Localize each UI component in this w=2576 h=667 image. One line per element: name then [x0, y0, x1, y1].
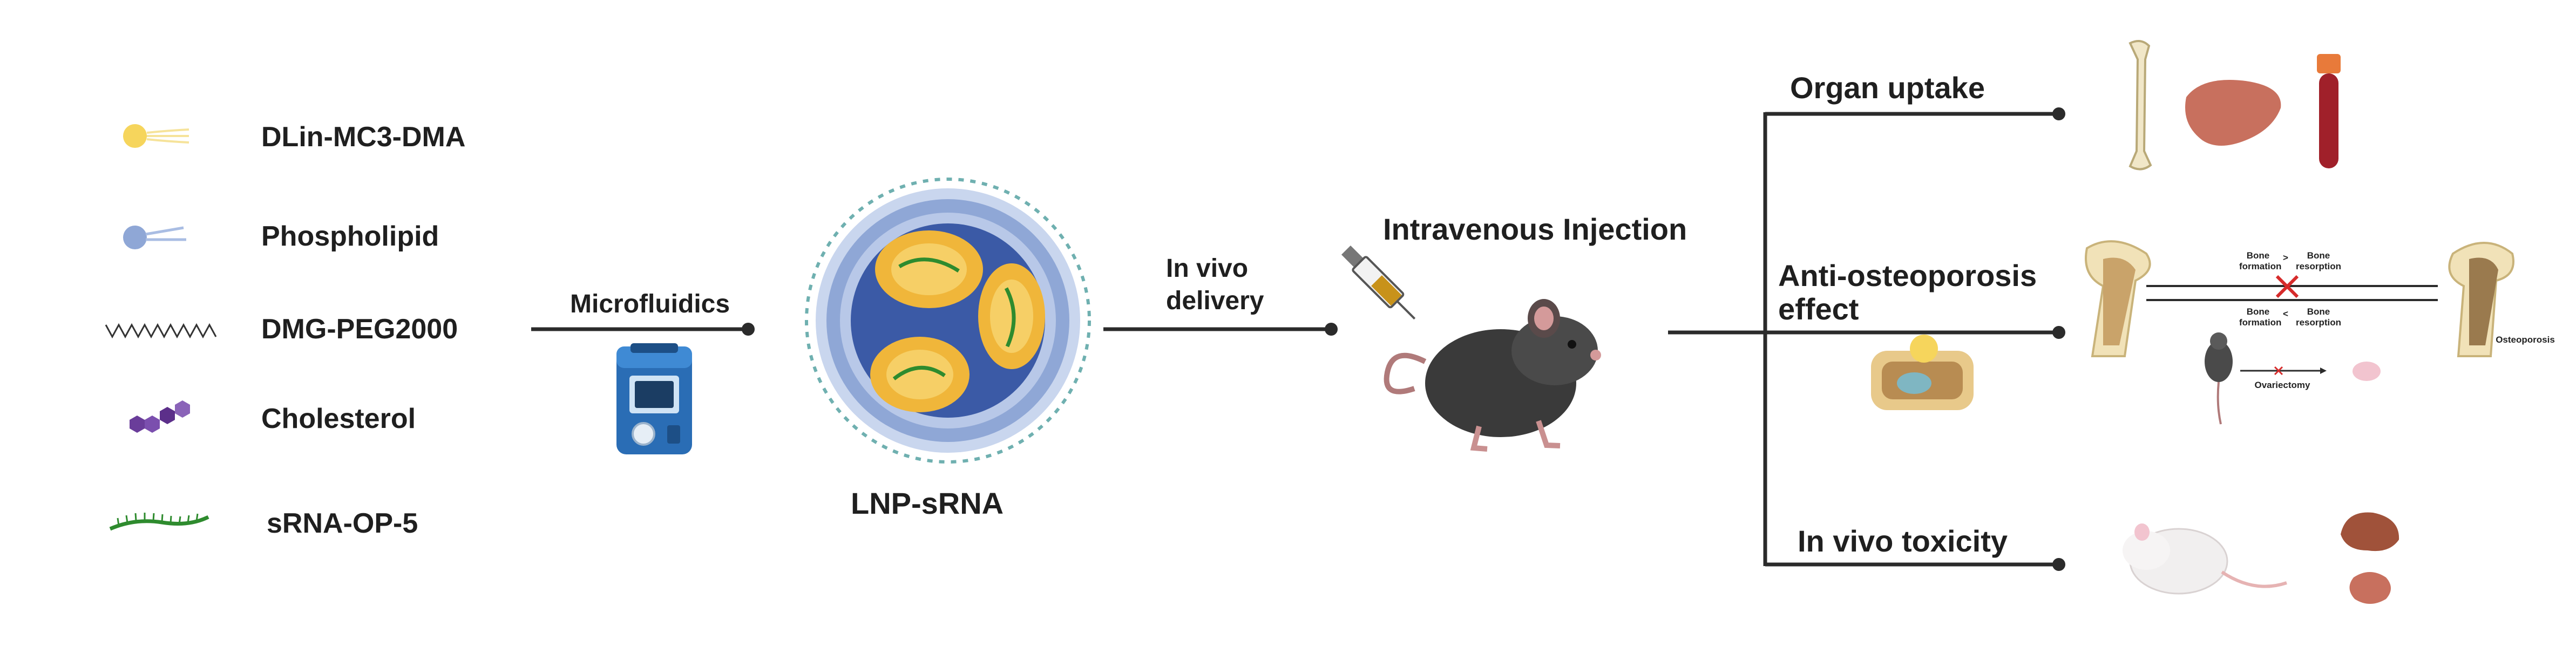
ovariectomy-arrow [2240, 366, 2327, 376]
femur-healthy-icon [2085, 240, 2151, 357]
delivery-label-line1: In vivo [1166, 254, 1249, 283]
ovary-icon [2353, 362, 2381, 381]
ionizable-lipid-icon [123, 124, 189, 148]
osteo-top-formation: Bone formation [2239, 250, 2282, 271]
anti-osteoporosis-label-line2: effect [1778, 292, 1859, 326]
mouse-white-icon [2123, 523, 2287, 595]
legend-label-peg: DMG-PEG2000 [261, 314, 458, 345]
branch-connector [1668, 112, 2057, 567]
femur-osteoporotic-icon [2448, 242, 2514, 357]
osteo-top-resorption: Bone resorption [2295, 250, 2342, 271]
microfluidics-label: Microfluidics [570, 290, 730, 318]
osteoporosis-label: Osteoporosis [2496, 335, 2555, 345]
osteo-bottom-formation: Bone formation [2239, 307, 2282, 328]
organ-uptake-label: Organ uptake [1790, 71, 1985, 105]
syringe-icon [1341, 245, 1416, 320]
osteo-bottom-operator: < [2283, 309, 2288, 319]
osteo-balance-lines [2146, 285, 2438, 301]
legend-label-cholesterol: Cholesterol [261, 403, 416, 434]
injection-label: Intravenous Injection [1383, 212, 1687, 246]
legend-label-srna: sRNA-OP-5 [267, 508, 418, 539]
peg-lipid-icon [105, 323, 217, 339]
arrow-microfluidics [531, 323, 755, 336]
bone-section-icon [1871, 335, 1974, 410]
lnp-label: LNP-sRNA [851, 486, 1004, 520]
liver-icon [2185, 80, 2281, 146]
cholesterol-icon [130, 400, 190, 433]
anti-osteoporosis-label-line1: Anti-osteoporosis [1778, 258, 2037, 292]
blood-tube-icon [2317, 54, 2341, 168]
ovariectomy-label: Ovariectomy [2254, 380, 2310, 390]
mouse-black-icon [1384, 299, 1601, 452]
osteo-bottom-resorption: Bone resorption [2295, 307, 2342, 328]
lnp-particle-icon [805, 178, 1091, 464]
delivery-label-line2: delivery [1166, 287, 1264, 315]
kidney-icon [2349, 572, 2391, 604]
microfluidic-device-icon [616, 343, 692, 454]
branch-endpoints [2052, 107, 2065, 571]
legend-label-ionizable-lipid: DLin-MC3-DMA [261, 121, 466, 153]
lung-icon [2341, 512, 2399, 552]
arrow-delivery [1103, 323, 1338, 336]
phospholipid-icon [123, 226, 186, 249]
cross-mark-icon [2275, 275, 2299, 298]
mouse-small-icon [2205, 332, 2233, 425]
legend-label-phospholipid: Phospholipid [261, 221, 439, 252]
osteo-top-operator: > [2283, 253, 2288, 263]
bone-icon [2128, 40, 2152, 171]
toxicity-label: In vivo toxicity [1798, 524, 2008, 558]
srna-icon [109, 513, 209, 531]
